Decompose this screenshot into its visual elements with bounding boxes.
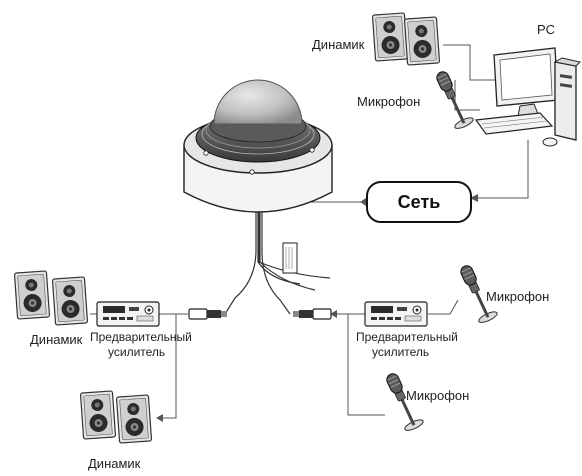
preamp-left-label-line1: Предварительный [90,330,192,344]
camera-cable-bundle [224,212,331,315]
pc-icon [474,47,581,147]
preamp-right-label-line2: усилитель [372,345,429,359]
pc-label: PC [537,22,555,37]
speaker-bottom-label: Динамик [88,456,141,471]
mic-bottom-label: Микрофон [406,388,469,403]
dome-camera-icon [183,79,333,213]
audio-out-connector-icon [188,308,228,320]
speaker-left-label: Динамик [30,332,83,347]
speaker-top-icon [371,12,441,66]
cable-lines [90,44,529,419]
mic-right-label: Микрофон [486,289,549,304]
arrow-heads [156,194,478,422]
preamp-right-label-line1: Предварительный [356,330,458,344]
preamp-right-icon [364,301,428,327]
speaker-left-icon [13,270,89,326]
cable-tag [282,242,298,274]
speaker-bottom-icon [79,390,153,444]
mic-top-label: Микрофон [357,94,420,109]
network-label: Сеть [398,192,441,212]
preamp-left-icon [96,301,160,327]
network-box: Сеть [366,181,472,223]
audio-in-connector-icon [292,308,332,320]
mic-top-icon [430,67,476,132]
speaker-top-label: Динамик [312,37,365,52]
preamp-left-label-line2: усилитель [108,345,165,359]
